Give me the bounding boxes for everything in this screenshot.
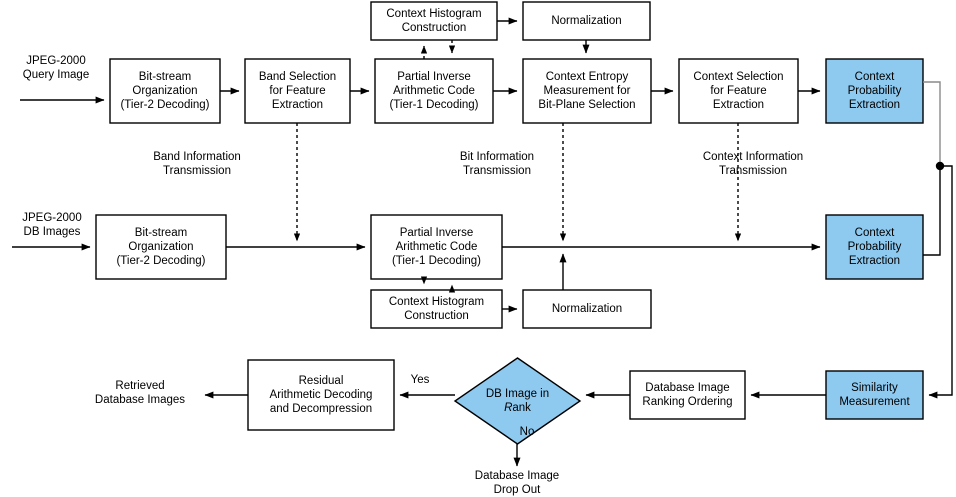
node-shape-q-partial-inv[interactable] bbox=[374, 58, 494, 124]
edge-q-ctxprob-down bbox=[923, 81, 941, 166]
node-shape-db-ranking[interactable] bbox=[629, 370, 746, 420]
node-shape-q-band-select[interactable] bbox=[244, 58, 351, 124]
node-shape-q-ctx-entropy[interactable] bbox=[522, 58, 652, 124]
node-shape-q-normalize[interactable] bbox=[522, 1, 651, 41]
junction-dot bbox=[935, 161, 945, 171]
edge-label-lbl-yes: Yes bbox=[410, 374, 430, 386]
node-shape-q-ctx-hist[interactable] bbox=[370, 1, 498, 41]
node-shape-db-partial-inv[interactable] bbox=[370, 214, 503, 280]
edge-db-ctxprob-up bbox=[923, 166, 941, 256]
node-shape-similarity[interactable] bbox=[825, 370, 924, 420]
edge-label-lbl-no: No bbox=[519, 426, 535, 438]
node-shape-db-bitstream[interactable] bbox=[95, 214, 227, 280]
node-shape-q-ctx-prob[interactable] bbox=[825, 58, 924, 124]
edge-trunk-to-similarity bbox=[928, 165, 953, 399]
node-shape-db-normalize[interactable] bbox=[522, 289, 652, 329]
node-shape-q-bitstream[interactable] bbox=[109, 58, 221, 124]
node-shape-residual[interactable] bbox=[247, 359, 395, 431]
edge-lines bbox=[12, 17, 953, 467]
node-shapes bbox=[95, 1, 924, 445]
node-shape-q-ctx-select[interactable] bbox=[678, 58, 799, 124]
node-shape-db-ctx-hist[interactable] bbox=[370, 289, 503, 329]
node-shape-db-ctx-prob[interactable] bbox=[825, 214, 924, 280]
